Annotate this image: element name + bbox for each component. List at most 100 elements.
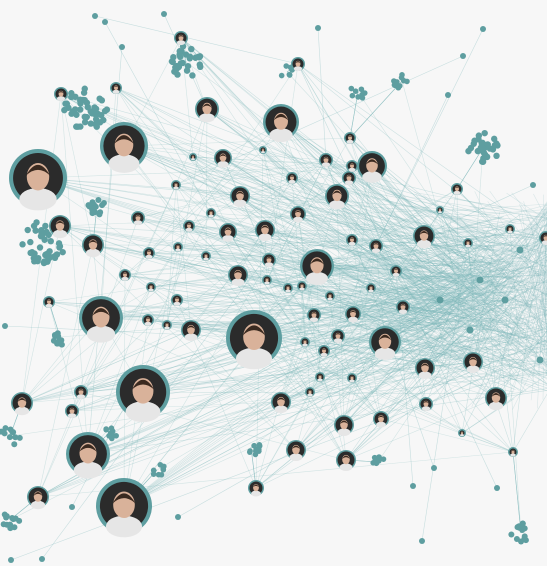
small-portrait-node[interactable] <box>201 251 211 261</box>
small-portrait-node[interactable] <box>305 387 315 397</box>
cluster-node[interactable] <box>2 425 9 432</box>
medium-portrait-node[interactable] <box>174 31 188 46</box>
featured-portrait-node[interactable] <box>96 478 152 538</box>
cluster-node[interactable] <box>9 428 16 435</box>
cluster-node[interactable] <box>98 97 106 104</box>
medium-portrait-node[interactable] <box>214 149 232 168</box>
cluster-node[interactable] <box>63 100 71 107</box>
small-portrait-node[interactable] <box>171 294 183 306</box>
leaf-node[interactable] <box>480 26 486 32</box>
cluster-node[interactable] <box>1 511 8 518</box>
cluster-node[interactable] <box>197 63 204 71</box>
cluster-node[interactable] <box>467 144 475 152</box>
leaf-node[interactable] <box>175 514 181 520</box>
cluster-node[interactable] <box>521 533 528 540</box>
cluster-node[interactable] <box>161 463 167 470</box>
cluster-node[interactable] <box>92 105 100 113</box>
cluster-node[interactable] <box>168 58 176 65</box>
leaf-node[interactable] <box>419 538 425 544</box>
hub-node[interactable] <box>516 246 524 254</box>
small-portrait-node[interactable] <box>463 238 473 248</box>
large-portrait-node[interactable] <box>357 151 387 183</box>
cluster-node[interactable] <box>195 53 202 61</box>
cluster-node[interactable] <box>474 147 482 155</box>
cluster-node[interactable] <box>85 202 92 209</box>
small-portrait-node[interactable] <box>143 247 155 259</box>
hub-node[interactable] <box>476 276 484 284</box>
medium-portrait-node[interactable] <box>419 397 433 412</box>
large-portrait-node[interactable] <box>485 387 507 411</box>
cluster-node[interactable] <box>59 248 66 256</box>
medium-portrait-node[interactable] <box>342 171 356 186</box>
leaf-node[interactable] <box>92 13 98 19</box>
cluster-node[interactable] <box>36 244 44 251</box>
small-portrait-node[interactable] <box>189 153 197 161</box>
small-portrait-node[interactable] <box>162 320 172 330</box>
cluster-node[interactable] <box>359 95 366 101</box>
medium-portrait-node[interactable] <box>344 132 356 144</box>
leaf-node[interactable] <box>102 19 108 25</box>
small-portrait-node[interactable] <box>366 283 376 293</box>
medium-portrait-node[interactable] <box>325 184 349 210</box>
large-portrait-node[interactable] <box>300 249 334 286</box>
cluster-node[interactable] <box>81 118 89 126</box>
featured-portrait-node[interactable] <box>100 122 148 173</box>
medium-portrait-node[interactable] <box>346 160 358 172</box>
cluster-node[interactable] <box>404 78 410 85</box>
featured-portrait-node[interactable] <box>226 310 282 370</box>
cluster-node[interactable] <box>61 106 68 114</box>
cluster-node[interactable] <box>77 106 84 113</box>
small-portrait-node[interactable] <box>259 146 267 154</box>
cluster-node[interactable] <box>484 141 491 148</box>
cluster-node[interactable] <box>481 129 488 137</box>
cluster-node[interactable] <box>256 446 262 453</box>
medium-portrait-node[interactable] <box>307 308 321 323</box>
medium-portrait-node[interactable] <box>195 97 219 123</box>
cluster-node[interactable] <box>158 471 165 478</box>
cluster-node[interactable] <box>394 79 400 85</box>
small-portrait-node[interactable] <box>206 208 216 218</box>
small-portrait-node[interactable] <box>300 337 310 347</box>
cluster-node[interactable] <box>380 456 387 462</box>
leaf-node[interactable] <box>530 182 536 188</box>
cluster-node[interactable] <box>278 72 285 79</box>
medium-portrait-node[interactable] <box>319 153 333 168</box>
small-portrait-node[interactable] <box>451 183 463 195</box>
small-portrait-node[interactable] <box>436 206 444 214</box>
leaf-node[interactable] <box>119 44 125 50</box>
cluster-node[interactable] <box>89 210 96 217</box>
cluster-node[interactable] <box>72 106 79 113</box>
cluster-node[interactable] <box>19 241 26 248</box>
medium-portrait-node[interactable] <box>539 231 547 246</box>
leaf-node[interactable] <box>69 504 75 510</box>
small-portrait-node[interactable] <box>173 242 183 252</box>
medium-portrait-node[interactable] <box>54 87 68 102</box>
cluster-node[interactable] <box>479 158 487 165</box>
medium-portrait-node[interactable] <box>219 223 237 242</box>
medium-portrait-node[interactable] <box>228 265 248 287</box>
small-portrait-node[interactable] <box>315 372 325 382</box>
cluster-node[interactable] <box>6 434 13 441</box>
leaf-node[interactable] <box>431 465 437 471</box>
cluster-node[interactable] <box>100 200 107 207</box>
medium-portrait-node[interactable] <box>373 411 389 428</box>
cluster-node[interactable] <box>182 51 190 58</box>
medium-portrait-node[interactable] <box>271 392 291 414</box>
cluster-node[interactable] <box>189 72 196 79</box>
cluster-node[interactable] <box>246 449 253 455</box>
cluster-node[interactable] <box>0 521 7 528</box>
leaf-node[interactable] <box>8 557 14 563</box>
cluster-node[interactable] <box>352 88 359 94</box>
cluster-node[interactable] <box>16 434 23 441</box>
cluster-node[interactable] <box>84 103 92 111</box>
cluster-node[interactable] <box>54 332 61 339</box>
featured-portrait-node[interactable] <box>9 149 67 211</box>
small-portrait-node[interactable] <box>286 172 298 184</box>
large-portrait-node[interactable] <box>413 225 435 249</box>
small-portrait-node[interactable] <box>119 269 131 281</box>
cluster-node[interactable] <box>44 258 51 265</box>
medium-portrait-node[interactable] <box>82 234 104 258</box>
cluster-node[interactable] <box>81 96 88 104</box>
cluster-node[interactable] <box>493 152 500 160</box>
